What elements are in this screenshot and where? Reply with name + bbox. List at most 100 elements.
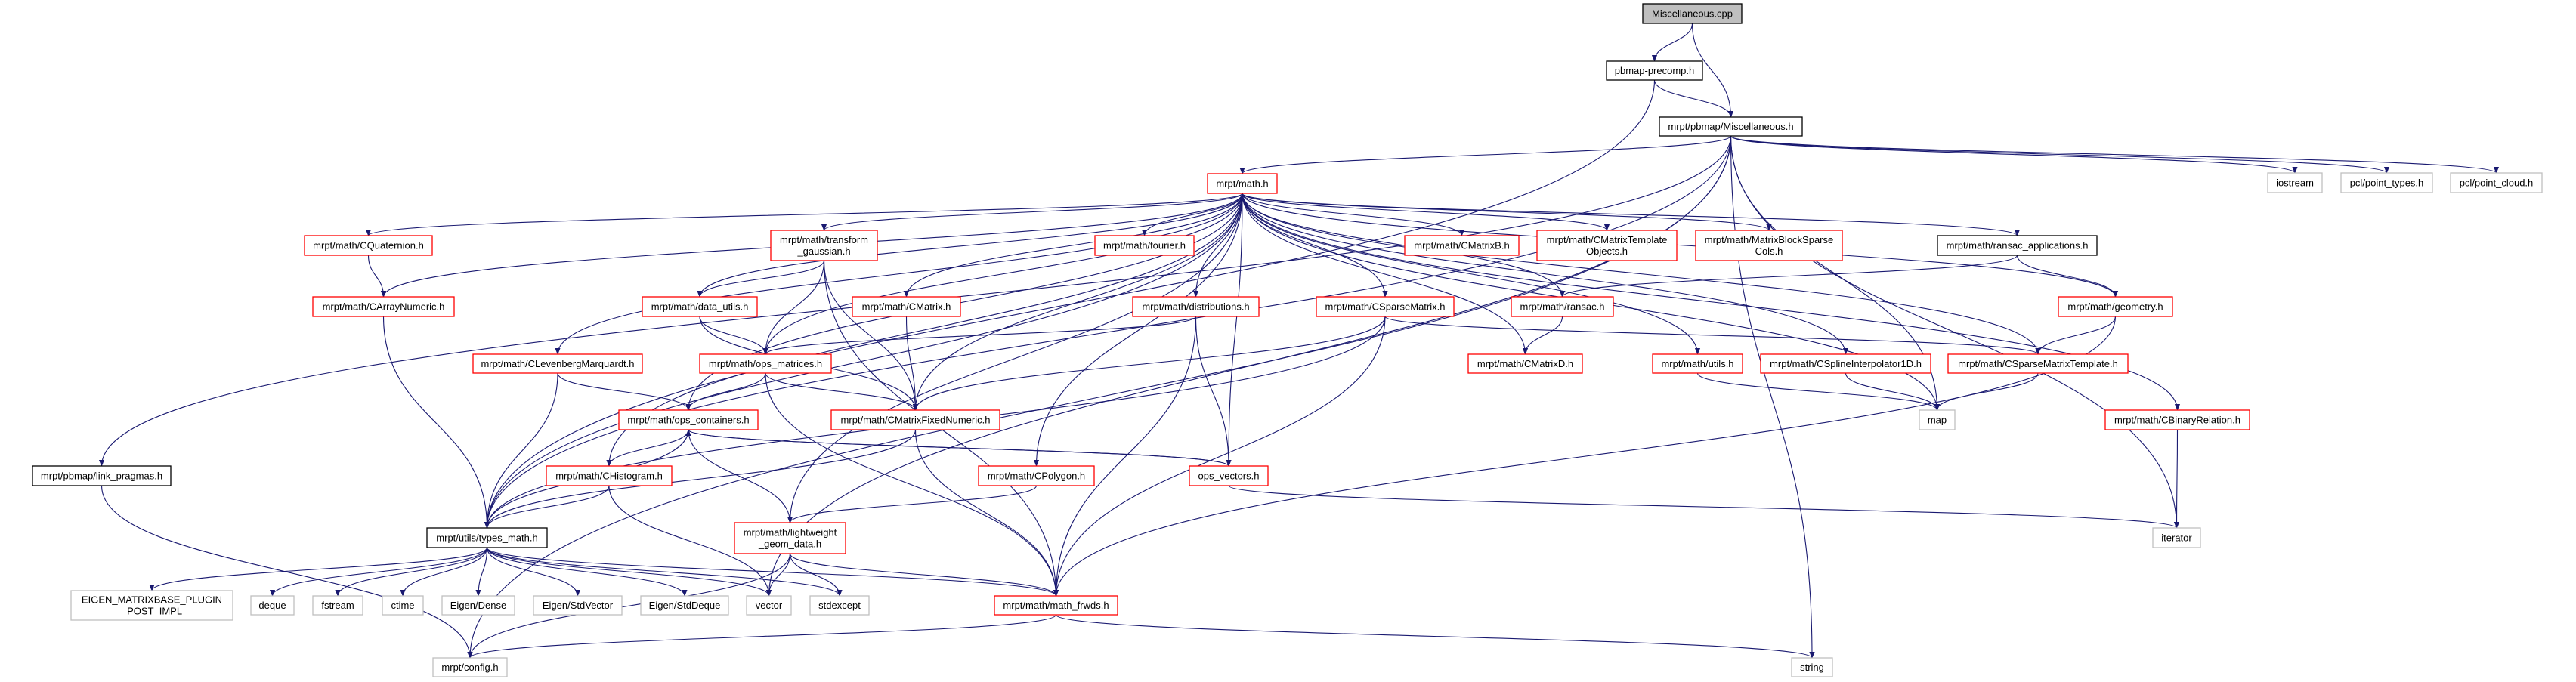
node-cpoly[interactable]: mrpt/math/CPolygon.h [978,465,1095,486]
node-estdvec: Eigen/StdVector [533,595,623,616]
node-box [304,235,433,256]
node-box [830,409,1000,430]
edge-distr-to-frwds [1053,316,1197,597]
node-box [1659,116,1803,137]
node-ransac[interactable]: mrpt/math/ransac.h [1511,296,1614,317]
node-link[interactable]: mrpt/pbmap/link_pragmas.h [32,465,172,486]
node-label: Eigen/StdDeque [649,600,721,611]
edge-chist-to-types [484,485,610,529]
edge-misc_cpp-to-misc_h [1691,23,1734,118]
node-box [312,296,455,317]
edge-types-to-stdexcept [486,547,843,597]
node-lwg[interactable]: mrpt/math/lightweight_geom_data.h [734,522,846,554]
node-box [70,590,233,621]
node-label: mrpt/math/data_utils.h [651,301,749,313]
node-box [618,409,759,430]
edge-cbin-to-iterator [2173,429,2180,529]
node-box [852,296,961,317]
node-box [382,595,424,616]
edge-tgauss-to-datau [697,260,825,298]
node-tgauss[interactable]: mrpt/math/transform_gaussian.h [770,230,878,261]
edge-frwds-to-string [1055,614,1815,659]
node-misc_h[interactable]: mrpt/pbmap/Miscellaneous.h [1659,116,1803,137]
node-cquat[interactable]: mrpt/math/CQuaternion.h [304,235,433,256]
edge-geom-to-csmt [2035,316,2117,355]
node-box [2450,172,2543,193]
node-box [546,465,673,486]
node-distr[interactable]: mrpt/math/distributions.h [1132,296,1260,317]
node-box [32,465,172,486]
node-opsv[interactable]: ops_vectors.h [1189,465,1269,486]
node-string: string [1791,657,1833,677]
edge-misc_h-to-vector [765,135,1732,597]
node-label: pcl/point_cloud.h [2460,177,2534,189]
node-csparse[interactable]: mrpt/math/CSparseMatrix.h [1316,296,1455,317]
node-math_h[interactable]: mrpt/math.h [1207,173,1278,194]
node-box [1316,296,1455,317]
node-carr[interactable]: mrpt/math/CArrayNumeric.h [312,296,455,317]
node-label: Eigen/Dense [450,600,506,611]
node-label: mrpt/math/fourier.h [1103,240,1186,252]
node-datau[interactable]: mrpt/math/data_utils.h [642,296,758,317]
edge-types-to-estddeq [486,547,688,597]
node-box [1642,3,1743,24]
node-label: mrpt/math.h [1216,178,1268,190]
node-box [994,595,1118,616]
node-point_cloud: pcl/point_cloud.h [2450,172,2543,193]
node-cmatrix[interactable]: mrpt/math/CMatrix.h [852,296,961,317]
edge-math_h-to-opsv [1226,193,1243,467]
node-chist[interactable]: mrpt/math/CHistogram.h [546,465,673,486]
node-label: string [1800,662,1824,673]
node-misc_cpp[interactable]: Miscellaneous.cpp [1642,3,1743,24]
node-types[interactable]: mrpt/utils/types_math.h [426,527,548,548]
edge-math_h-to-cmatrix [903,193,1243,298]
edge-math_h-to-distr [1192,193,1243,298]
node-cmatb[interactable]: mrpt/math/CMatrixB.h [1404,235,1520,256]
node-utils[interactable]: mrpt/math/utils.h [1652,353,1743,374]
node-label: Cols.h [1755,245,1783,257]
edge-opsc-to-chist [606,429,689,467]
node-box [1760,353,1931,374]
node-spline[interactable]: mrpt/math/CSplineInterpolator1D.h [1760,353,1931,374]
node-label: ctime [391,600,414,611]
edge-lwg-to-frwds [789,553,1059,597]
node-box [1132,296,1260,317]
node-label: mrpt/math/ransac.h [1520,301,1605,313]
edge-math_h-to-types [484,193,1243,529]
node-box [1695,230,1843,261]
node-box [640,595,729,616]
node-vector: vector [746,595,792,616]
edge-link-to-config [101,485,473,659]
node-cmatd[interactable]: mrpt/math/CMatrixD.h [1467,353,1583,374]
node-clm[interactable]: mrpt/math/CLevenbergMarquardt.h [472,353,643,374]
node-cbin[interactable]: mrpt/math/CBinaryRelation.h [2104,409,2250,430]
edge-math_h-to-geom [1242,193,2118,298]
node-label: EIGEN_MATRIXBASE_PLUGIN [82,594,222,606]
node-box [978,465,1095,486]
edge-misc_h-to-string [1730,135,1815,659]
node-opsc[interactable]: mrpt/math/ops_containers.h [618,409,759,430]
node-label: Objects.h [1586,245,1628,257]
node-csmt[interactable]: mrpt/math/CSparseMatrixTemplate.h [1947,353,2129,374]
node-precomp[interactable]: pbmap-precomp.h [1606,60,1703,81]
node-frwds[interactable]: mrpt/math/math_frwds.h [994,595,1118,616]
node-cmfn[interactable]: mrpt/math/CMatrixFixedNumeric.h [830,409,1000,430]
edge-math_h-to-tgauss [821,193,1243,231]
node-ransac_app[interactable]: mrpt/math/ransac_applications.h [1937,235,2098,256]
node-opsm[interactable]: mrpt/math/ops_matrices.h [699,353,832,374]
node-label: mrpt/math/geometry.h [2067,301,2163,313]
node-label: mrpt/math/CQuaternion.h [313,240,424,252]
edge-carr-to-types [382,316,490,529]
node-fourier[interactable]: mrpt/math/fourier.h [1094,235,1195,256]
node-box [2058,296,2173,317]
node-label: vector [756,600,783,611]
node-geom[interactable]: mrpt/math/geometry.h [2058,296,2173,317]
node-label: _gaussian.h [796,245,850,257]
node-label: mrpt/math/CMatrixD.h [1477,358,1573,369]
node-label: mrpt/math/utils.h [1661,358,1733,369]
node-box [472,353,643,374]
edge-spline-to-map [1845,372,1941,411]
edge-types-to-fstream [335,547,488,597]
